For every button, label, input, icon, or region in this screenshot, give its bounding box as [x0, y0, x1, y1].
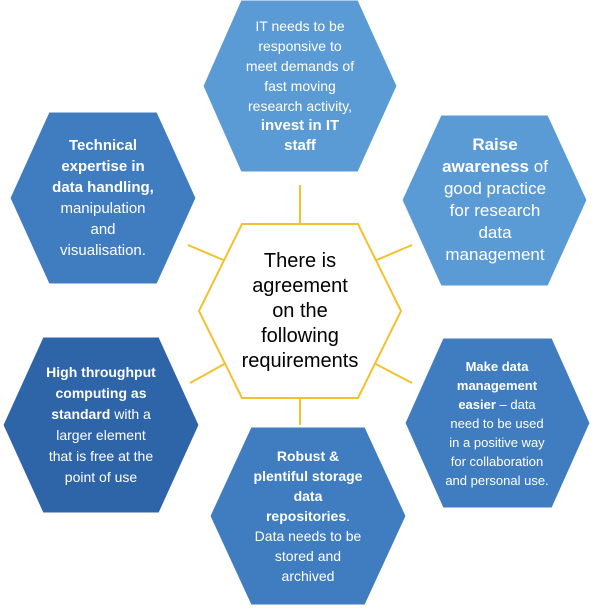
hexagon-bottom [209, 426, 407, 606]
lower-right-hex-text: Make data management easier – data need … [412, 342, 582, 504]
connector-lower-right [371, 361, 413, 384]
lr-bold-line-2: management [456, 377, 538, 393]
bottom-hex-text: Robust & plentiful storage data reposito… [220, 432, 396, 600]
center-line-5: requirements [241, 349, 359, 372]
ur-line-3: data [478, 223, 512, 242]
ur-mixed-normal: of [529, 157, 548, 176]
ll-line-2: that is free at the [48, 448, 154, 464]
ll-line-1: larger element [56, 427, 146, 443]
center-line-3: on the [272, 299, 328, 322]
ur-line-1: good practice [443, 179, 547, 198]
hexagon-lower-left [2, 336, 200, 514]
top-bold-line-2: staff [284, 137, 316, 154]
bottom-line-2: stored and [274, 548, 342, 564]
connector-lower-left [189, 361, 229, 384]
hexagon-top [202, 0, 398, 173]
hexagon-lower-right [404, 337, 591, 509]
lr-line-4: and personal use. [445, 472, 549, 488]
lr-line-3: for collaboration [450, 453, 544, 469]
center-line-1: There is [263, 249, 337, 272]
ll-line-3: point of use [64, 469, 138, 485]
bottom-line-1: Data needs to be [254, 528, 362, 544]
ll-mixed-bold: standard [51, 406, 111, 422]
ur-line-4: management [445, 245, 545, 264]
ll-mixed-line: standard with a [51, 404, 151, 425]
hexagon-upper-right [401, 114, 588, 287]
bottom-mixed-normal: . [346, 508, 351, 524]
ll-mixed-normal: with a [110, 406, 151, 422]
lower-left-hex-text: High throughput computing as standard wi… [14, 342, 188, 508]
connector-upper-left [187, 244, 229, 263]
bottom-bold-line-1: Robust & [276, 448, 340, 464]
ul-line-3: visualisation. [60, 242, 146, 259]
ll-bold-line-2: computing as [55, 385, 147, 401]
top-line-1: IT needs to be [255, 18, 345, 34]
hexagon-upper-left [9, 111, 197, 285]
center-line-2: agreement [252, 274, 348, 297]
bottom-line-3: archived [281, 568, 335, 584]
bottom-mixed-line: repositories. [266, 506, 350, 526]
upper-right-hex-text: Raise awareness of good practice for res… [408, 118, 582, 282]
lr-line-2: in a positive way [449, 434, 545, 450]
top-bold-line-1: invest in IT [260, 117, 340, 134]
upper-left-hex-text: Technical expertise in data handling, ma… [20, 118, 186, 278]
ur-mixed-bold: awareness [442, 157, 530, 176]
bottom-bold-line-2: plentiful storage [253, 468, 363, 484]
bottom-bold-line-3: data [293, 488, 323, 504]
ul-bold-line-3: data handling, [52, 179, 154, 196]
center-label: There is agreement on the following requ… [230, 246, 370, 376]
lr-mixed-line: easier – data [458, 395, 535, 414]
ul-bold-line-2: expertise in [61, 158, 145, 175]
ur-line-2: for research [449, 201, 541, 220]
ur-bold-line-1: Raise [472, 135, 518, 154]
top-line-3: meet demands of [245, 58, 355, 74]
connector-lines [187, 185, 413, 425]
ul-line-1: manipulation [60, 200, 146, 217]
ll-bold-line-1: High throughput [46, 364, 156, 380]
lr-line-1: need to be used [450, 415, 544, 431]
center-line-4: following [261, 324, 339, 347]
center-hexagon [197, 223, 403, 399]
ul-line-2: and [90, 221, 116, 238]
ur-mixed-line: awareness of [442, 156, 548, 178]
connector-upper-right [371, 244, 413, 263]
lr-bold-line-1: Make data [465, 358, 529, 374]
top-line-2: responsive to [258, 38, 342, 54]
bottom-mixed-bold: repositories [265, 508, 347, 524]
ul-bold-line-1: Technical [68, 137, 138, 154]
top-line-4: fast moving [264, 78, 336, 94]
lr-mixed-normal: – data [495, 396, 536, 412]
lr-mixed-bold: easier [458, 396, 496, 412]
top-line-5: research activity, [248, 98, 352, 114]
top-hex-text: IT needs to be responsive to meet demand… [212, 4, 388, 168]
